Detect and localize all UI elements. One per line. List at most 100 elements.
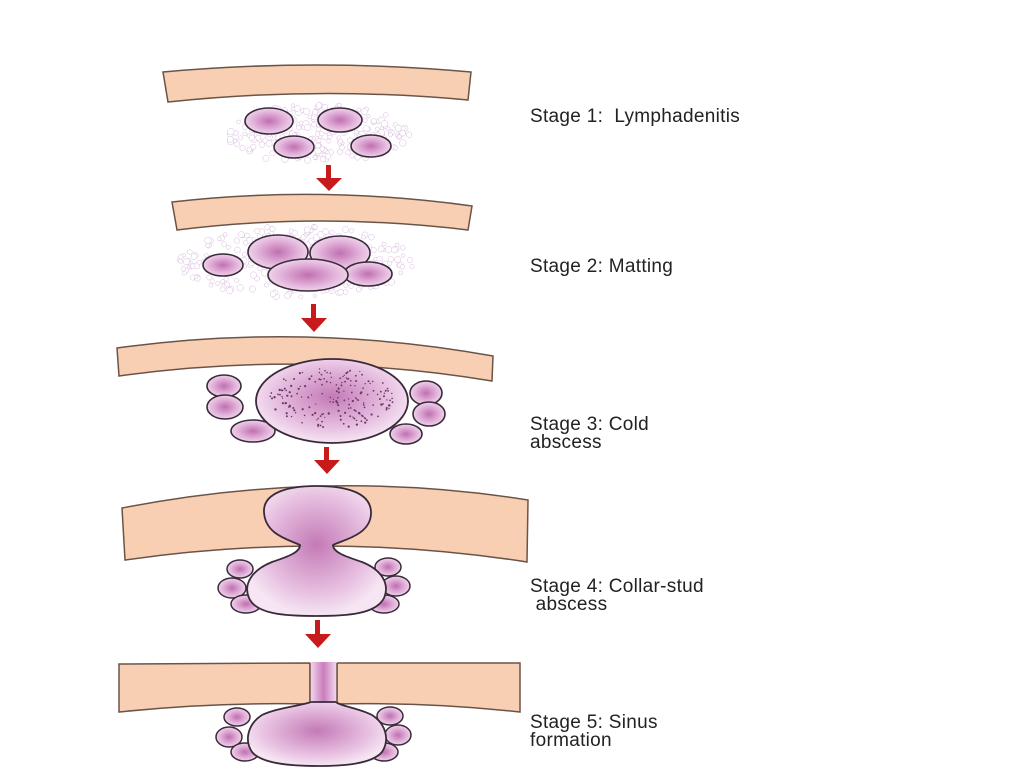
cell-dot xyxy=(291,229,298,236)
cell-dot xyxy=(318,368,321,370)
cell-dot xyxy=(388,278,395,286)
cell-dot xyxy=(285,415,288,418)
arrow-down-icon xyxy=(301,304,327,332)
sinus-tract xyxy=(310,662,337,706)
cell-dot xyxy=(337,391,340,394)
cell-dot xyxy=(341,381,343,384)
cell-dot xyxy=(209,278,215,284)
cell-dot xyxy=(196,260,202,265)
cell-dot xyxy=(246,146,253,153)
cell-dot xyxy=(315,403,317,405)
arrow-down-icon xyxy=(316,165,342,191)
cell-dot xyxy=(387,390,389,392)
cell-dot xyxy=(304,385,307,388)
cell-dot xyxy=(236,284,244,292)
cell-dot xyxy=(329,229,335,235)
cell-dot xyxy=(322,228,329,235)
cell-dot xyxy=(262,154,270,162)
cell-dot xyxy=(397,134,402,139)
lymph-node xyxy=(389,423,423,445)
cell-dot xyxy=(352,416,354,418)
cell-dot xyxy=(385,245,393,254)
cell-dot xyxy=(303,226,311,234)
cell-dot xyxy=(315,102,323,109)
cell-dot xyxy=(285,379,287,382)
cell-dot xyxy=(323,378,325,380)
cell-dot xyxy=(227,128,235,136)
lymph-node xyxy=(215,726,243,748)
cell-dot xyxy=(337,404,340,407)
cell-dot xyxy=(337,409,340,412)
cell-dot xyxy=(401,253,406,258)
cell-dot xyxy=(343,283,348,288)
lymph-node xyxy=(343,261,393,287)
cell-dot xyxy=(350,391,353,394)
cell-dot xyxy=(269,395,272,398)
cell-dot xyxy=(271,397,273,400)
cell-dot xyxy=(354,385,356,387)
cell-dot xyxy=(286,394,289,397)
cell-dot xyxy=(317,425,319,428)
cell-dot xyxy=(232,138,238,144)
cell-dot xyxy=(264,224,271,231)
cell-dot xyxy=(355,374,357,377)
cell-dot xyxy=(206,274,212,281)
cell-dot xyxy=(366,419,368,422)
cell-dot xyxy=(353,417,356,420)
cell-dot xyxy=(287,406,290,408)
cell-dot xyxy=(362,402,365,404)
stage-3-label-line1: Stage 3: Cold xyxy=(530,414,650,435)
cell-dot xyxy=(317,417,319,420)
cell-dot xyxy=(290,384,293,387)
cell-dot xyxy=(383,112,389,118)
cell-dot xyxy=(326,138,332,144)
cell-dot xyxy=(343,399,346,402)
cell-dot xyxy=(217,236,222,241)
cell-dot xyxy=(226,287,234,295)
cell-dot xyxy=(273,396,276,399)
cell-dot xyxy=(378,398,381,400)
cell-dot xyxy=(354,397,357,399)
cell-dot xyxy=(394,256,402,264)
cell-dot xyxy=(349,369,351,372)
cell-dot xyxy=(366,114,371,119)
cell-dot xyxy=(221,241,227,247)
cell-dot xyxy=(400,245,406,251)
cell-dot xyxy=(324,369,326,372)
cell-dot xyxy=(361,108,368,116)
cell-dot xyxy=(312,155,318,160)
cell-dot xyxy=(239,145,246,152)
cell-dot xyxy=(311,413,314,416)
cell-dot xyxy=(363,406,366,409)
cell-dot xyxy=(362,415,364,418)
cell-dot xyxy=(319,146,326,152)
skin-layer xyxy=(336,662,521,713)
cell-dot xyxy=(385,406,388,409)
cell-dot xyxy=(315,126,322,132)
cell-dot xyxy=(370,118,377,124)
cell-dot xyxy=(337,397,339,399)
cell-dot xyxy=(407,257,413,264)
cell-dot xyxy=(269,226,276,233)
cell-dot xyxy=(180,266,186,272)
cell-dot xyxy=(330,376,332,378)
stage-5-label-line2: formation xyxy=(530,730,612,751)
cell-dot xyxy=(290,103,296,108)
stage-4-label-line2: abscess xyxy=(530,594,608,615)
stage-2-label-line1: Stage 2: Matting xyxy=(530,256,674,277)
cell-dot xyxy=(383,392,386,394)
cell-dot xyxy=(208,282,214,288)
cell-dot xyxy=(389,404,391,407)
cell-dot xyxy=(261,269,269,277)
cell-dot xyxy=(367,380,370,383)
cell-dot xyxy=(322,426,325,428)
cell-dot xyxy=(349,153,355,159)
cell-dot xyxy=(339,418,342,421)
cell-dot xyxy=(369,382,371,385)
cell-dot xyxy=(380,120,389,128)
cell-dot xyxy=(385,408,388,411)
cell-dot xyxy=(320,378,322,381)
cell-dot xyxy=(337,102,342,108)
cell-dot xyxy=(190,253,198,260)
